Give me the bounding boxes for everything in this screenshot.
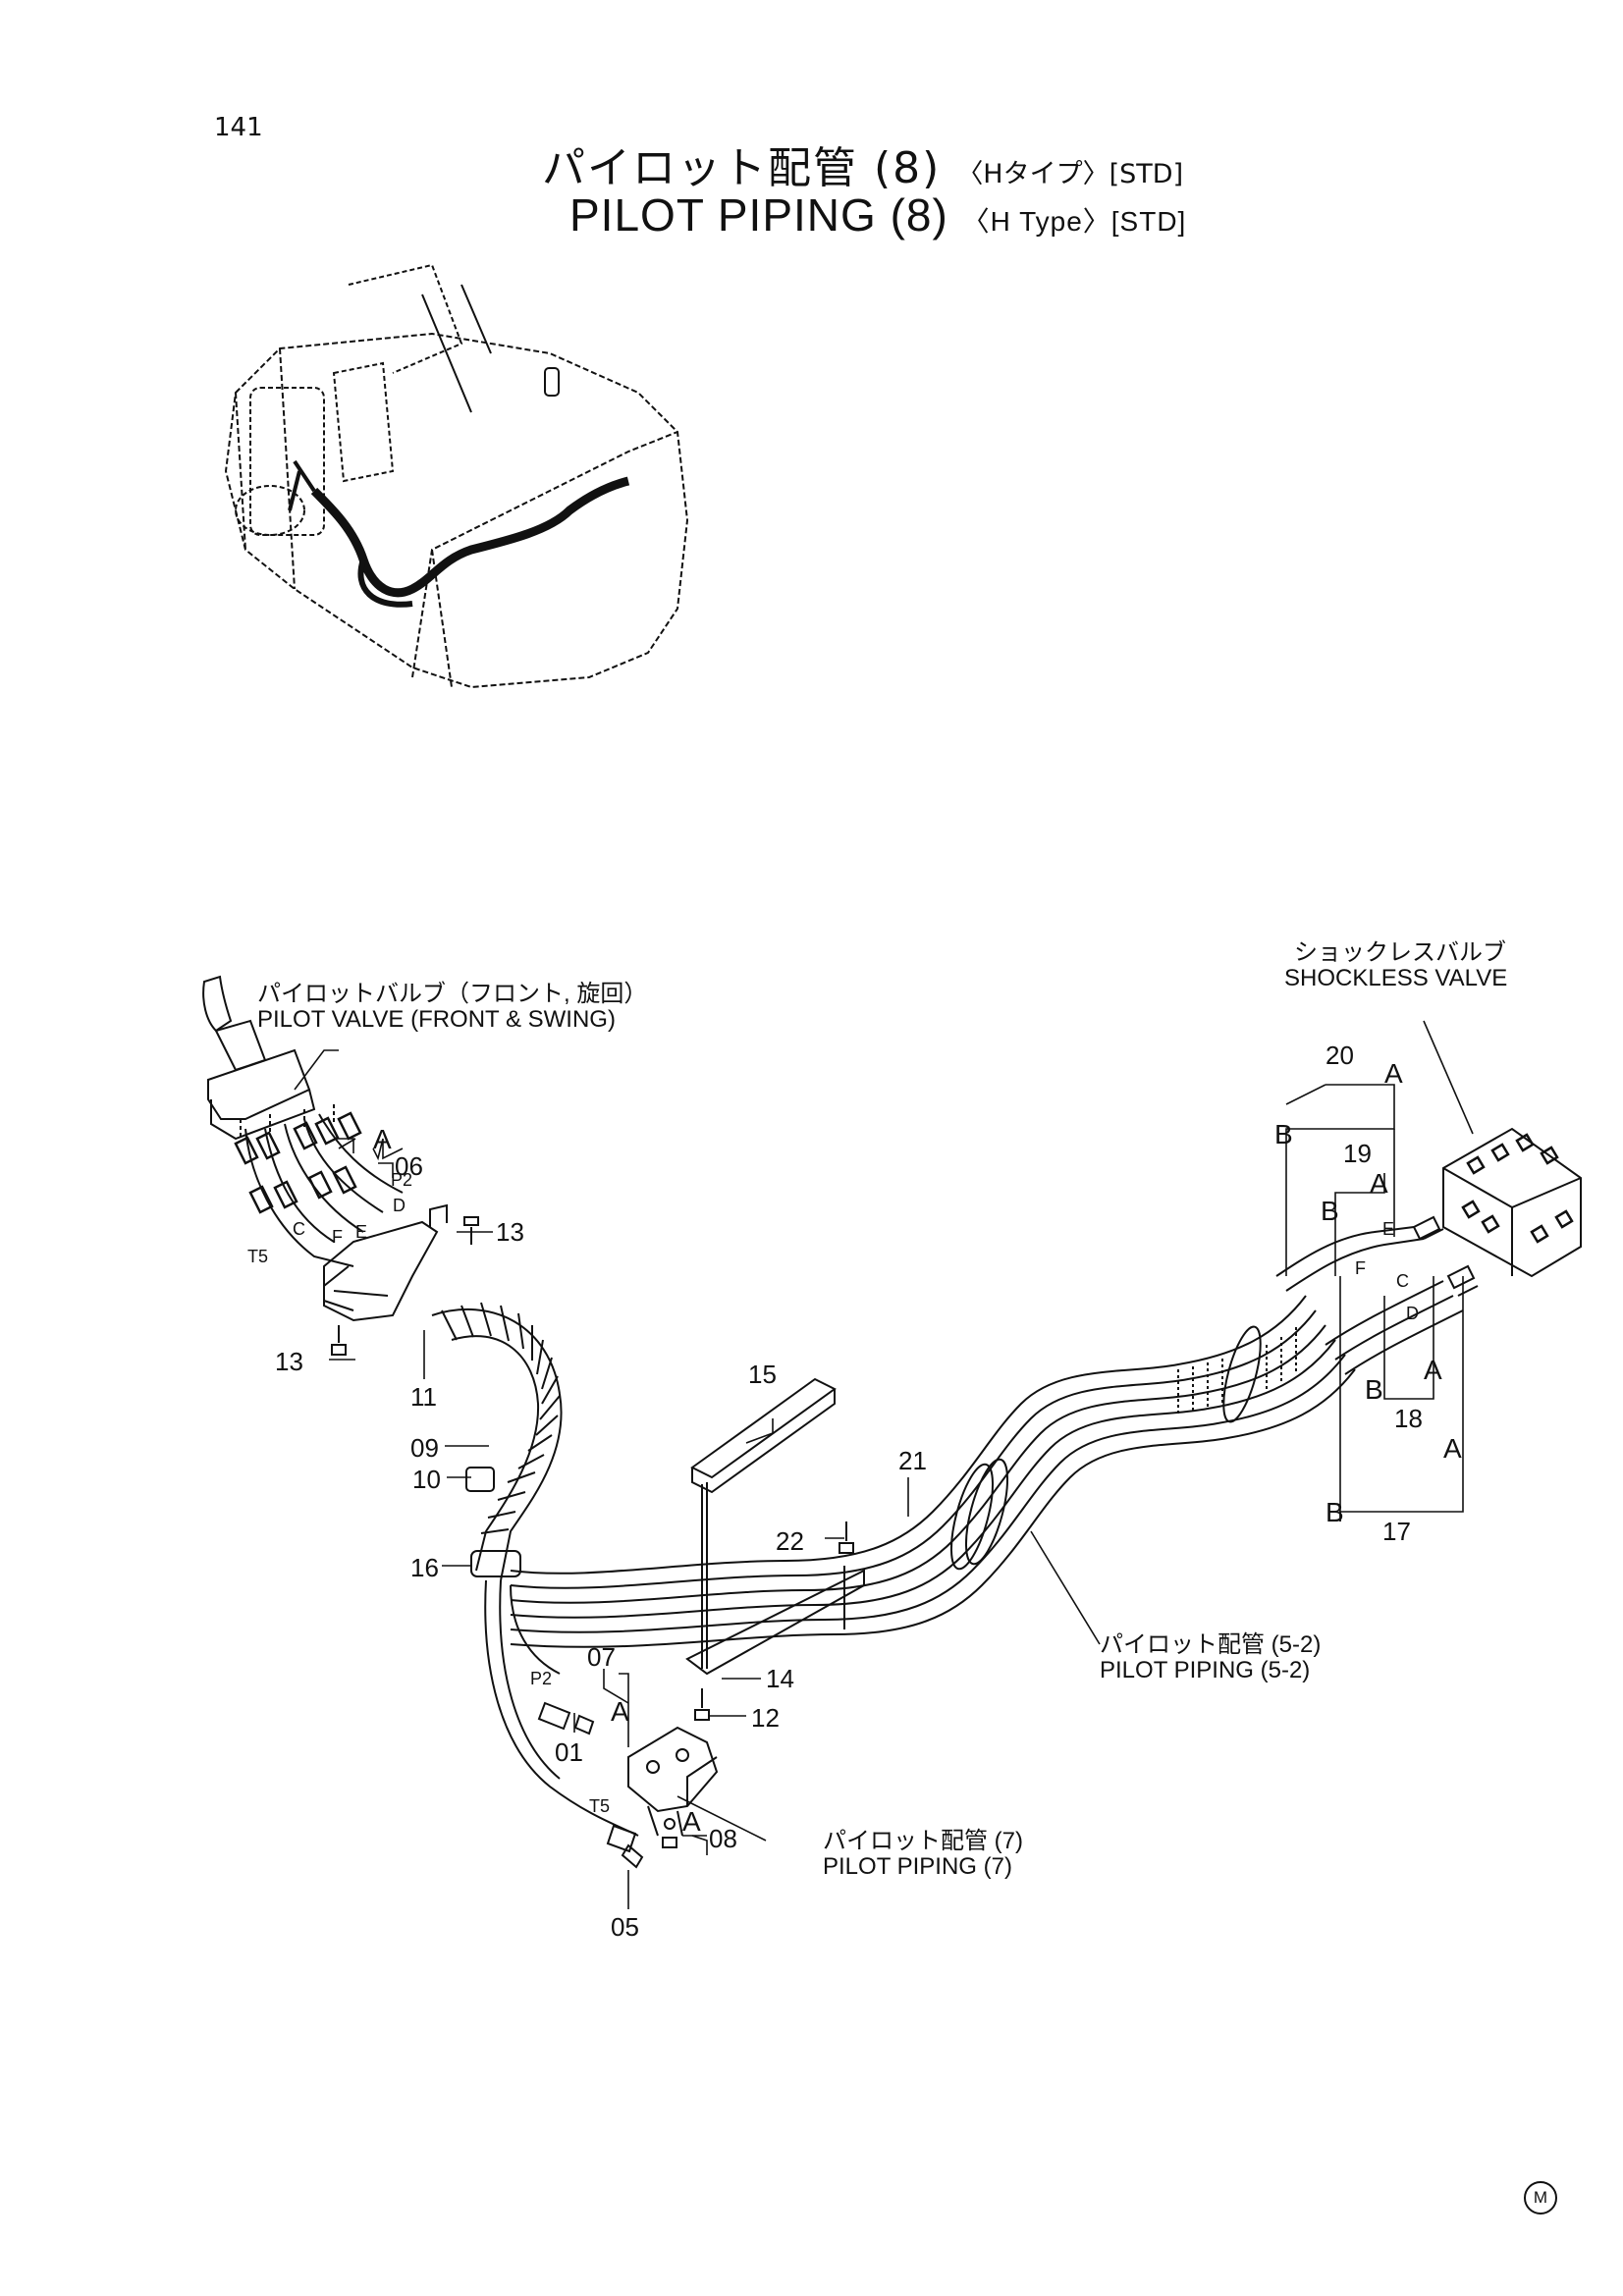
leader-lines (294, 1020, 1474, 1909)
callout-13-upper: 13 (496, 1217, 524, 1247)
callout-10: 10 (412, 1465, 441, 1494)
callout-11: 11 (410, 1382, 437, 1412)
port-letter-a: A (1384, 1058, 1403, 1089)
port-letter-t5: T5 (589, 1796, 611, 1816)
bracket-illustration (331, 1216, 865, 1721)
title-jp-type: 〈Hタイプ〉[STD] (956, 159, 1184, 189)
pilot-piping-52-label-en: PILOT PIPING (5-2) (1100, 1657, 1311, 1683)
callout-18: 18 (1394, 1404, 1423, 1433)
callout-22: 22 (776, 1526, 804, 1556)
callout-21: 21 (898, 1446, 927, 1475)
port-letter-p2: P2 (391, 1170, 413, 1190)
title-en-type: 〈H Type〉[STD] (961, 206, 1187, 237)
page-title-jp: パイロット配管 (8) 〈Hタイプ〉[STD] (542, 133, 1183, 195)
pilot-piping-52-label-jp: パイロット配管 (5-2) (1100, 1631, 1322, 1658)
port-letter-c: C (1396, 1271, 1409, 1291)
port-letter-a: A (1370, 1168, 1388, 1199)
pilot-valve-label-en: PILOT VALVE (FRONT & SWING) (257, 1006, 616, 1033)
callout-09: 09 (410, 1433, 439, 1463)
title-jp-main: パイロット配管 (8) (542, 143, 942, 193)
callout-20: 20 (1325, 1041, 1354, 1070)
callout-15: 15 (748, 1360, 777, 1389)
port-letter-b: B (1321, 1196, 1339, 1226)
machine-overview-illustration (224, 263, 689, 689)
port-letter-a: A (611, 1696, 629, 1727)
port-letter-d: D (1406, 1304, 1419, 1323)
callout-08: 08 (709, 1824, 737, 1853)
shockless-valve-illustration (1412, 1127, 1582, 1297)
port-letter-p2: P2 (530, 1669, 553, 1688)
manufacturer-mark: M (1524, 2181, 1557, 2215)
port-letter-a: A (1443, 1433, 1462, 1464)
pilot-piping-7-label-en: PILOT PIPING (7) (823, 1853, 1012, 1880)
callout-07: 07 (587, 1642, 616, 1672)
shockless-valve-label-en: SHOCKLESS VALVE (1284, 965, 1508, 991)
port-letter-d: D (393, 1196, 406, 1215)
callout-05: 05 (611, 1912, 639, 1942)
port-letter-a: A (373, 1124, 392, 1154)
hose-bundle-illustration (484, 1226, 1464, 1837)
page-number: 141 (214, 113, 263, 142)
page-title-en: PILOT PIPING (8) 〈H Type〉[STD] (569, 188, 1186, 241)
port-letter-f: F (1355, 1258, 1366, 1278)
pilot-valve-illustration (202, 975, 448, 1322)
port-letter-e: E (355, 1222, 368, 1242)
callout-12: 12 (751, 1703, 780, 1733)
callout-13-lower: 13 (275, 1347, 303, 1376)
callout-14: 14 (766, 1664, 794, 1693)
callout-19: 19 (1343, 1139, 1372, 1168)
title-en-main: PILOT PIPING (8) (569, 189, 948, 240)
callout-16: 16 (410, 1553, 439, 1582)
callout-17: 17 (1382, 1517, 1411, 1546)
port-letter-f: F (332, 1227, 343, 1247)
port-letter-t5: T5 (247, 1247, 269, 1266)
callout-01: 01 (555, 1737, 583, 1767)
port-letter-e: E (1382, 1219, 1395, 1239)
port-letter-a: A (682, 1806, 701, 1837)
corrugated-hose-illustration (431, 1302, 563, 1581)
callout-06: 06 (395, 1151, 423, 1181)
port-letter-b: B (1274, 1119, 1293, 1149)
valve-block-illustration (537, 1701, 719, 1869)
pilot-piping-7-label-jp: パイロット配管 (7) (823, 1828, 1023, 1854)
port-letter-c: C (293, 1219, 305, 1239)
pilot-valve-label-jp: パイロットバルブ（フロント, 旋回） (257, 981, 648, 1007)
port-letter-b: B (1325, 1497, 1344, 1527)
shockless-valve-label-jp: ショックレスバルブ (1294, 939, 1506, 966)
port-letter-a: A (1424, 1355, 1442, 1385)
port-letter-b: B (1365, 1374, 1383, 1405)
